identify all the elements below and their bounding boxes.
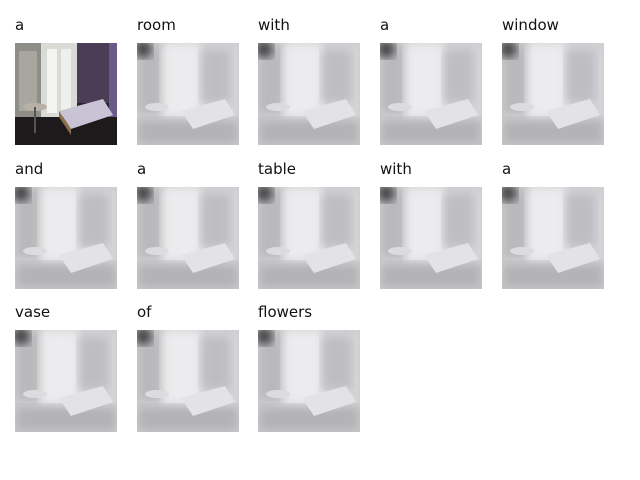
- word-label: window: [502, 16, 559, 34]
- word-label: table: [258, 160, 296, 178]
- attention-map-image: [380, 187, 482, 289]
- attention-map-image: [502, 187, 604, 289]
- attention-map-image: [15, 330, 117, 432]
- attention-map-image: [380, 43, 482, 145]
- attention-map-image: [15, 187, 117, 289]
- word-label: a: [15, 16, 25, 34]
- room-image: [15, 43, 117, 145]
- word-label: with: [380, 160, 412, 178]
- word-label: with: [258, 16, 290, 34]
- word-label: flowers: [258, 303, 313, 321]
- word-label: vase: [15, 303, 51, 321]
- word-label: of: [137, 303, 152, 321]
- word-label: a: [380, 16, 390, 34]
- word-label: a: [502, 160, 512, 178]
- attention-map-image: [502, 43, 604, 145]
- attention-map-image: [258, 187, 360, 289]
- attention-map-image: [137, 187, 239, 289]
- attention-map-image: [258, 43, 360, 145]
- word-label: a: [137, 160, 147, 178]
- attention-map-image: [137, 330, 239, 432]
- word-label: room: [137, 16, 176, 34]
- word-label: and: [15, 160, 44, 178]
- attention-map-image: [137, 43, 239, 145]
- attention-map-image: [258, 330, 360, 432]
